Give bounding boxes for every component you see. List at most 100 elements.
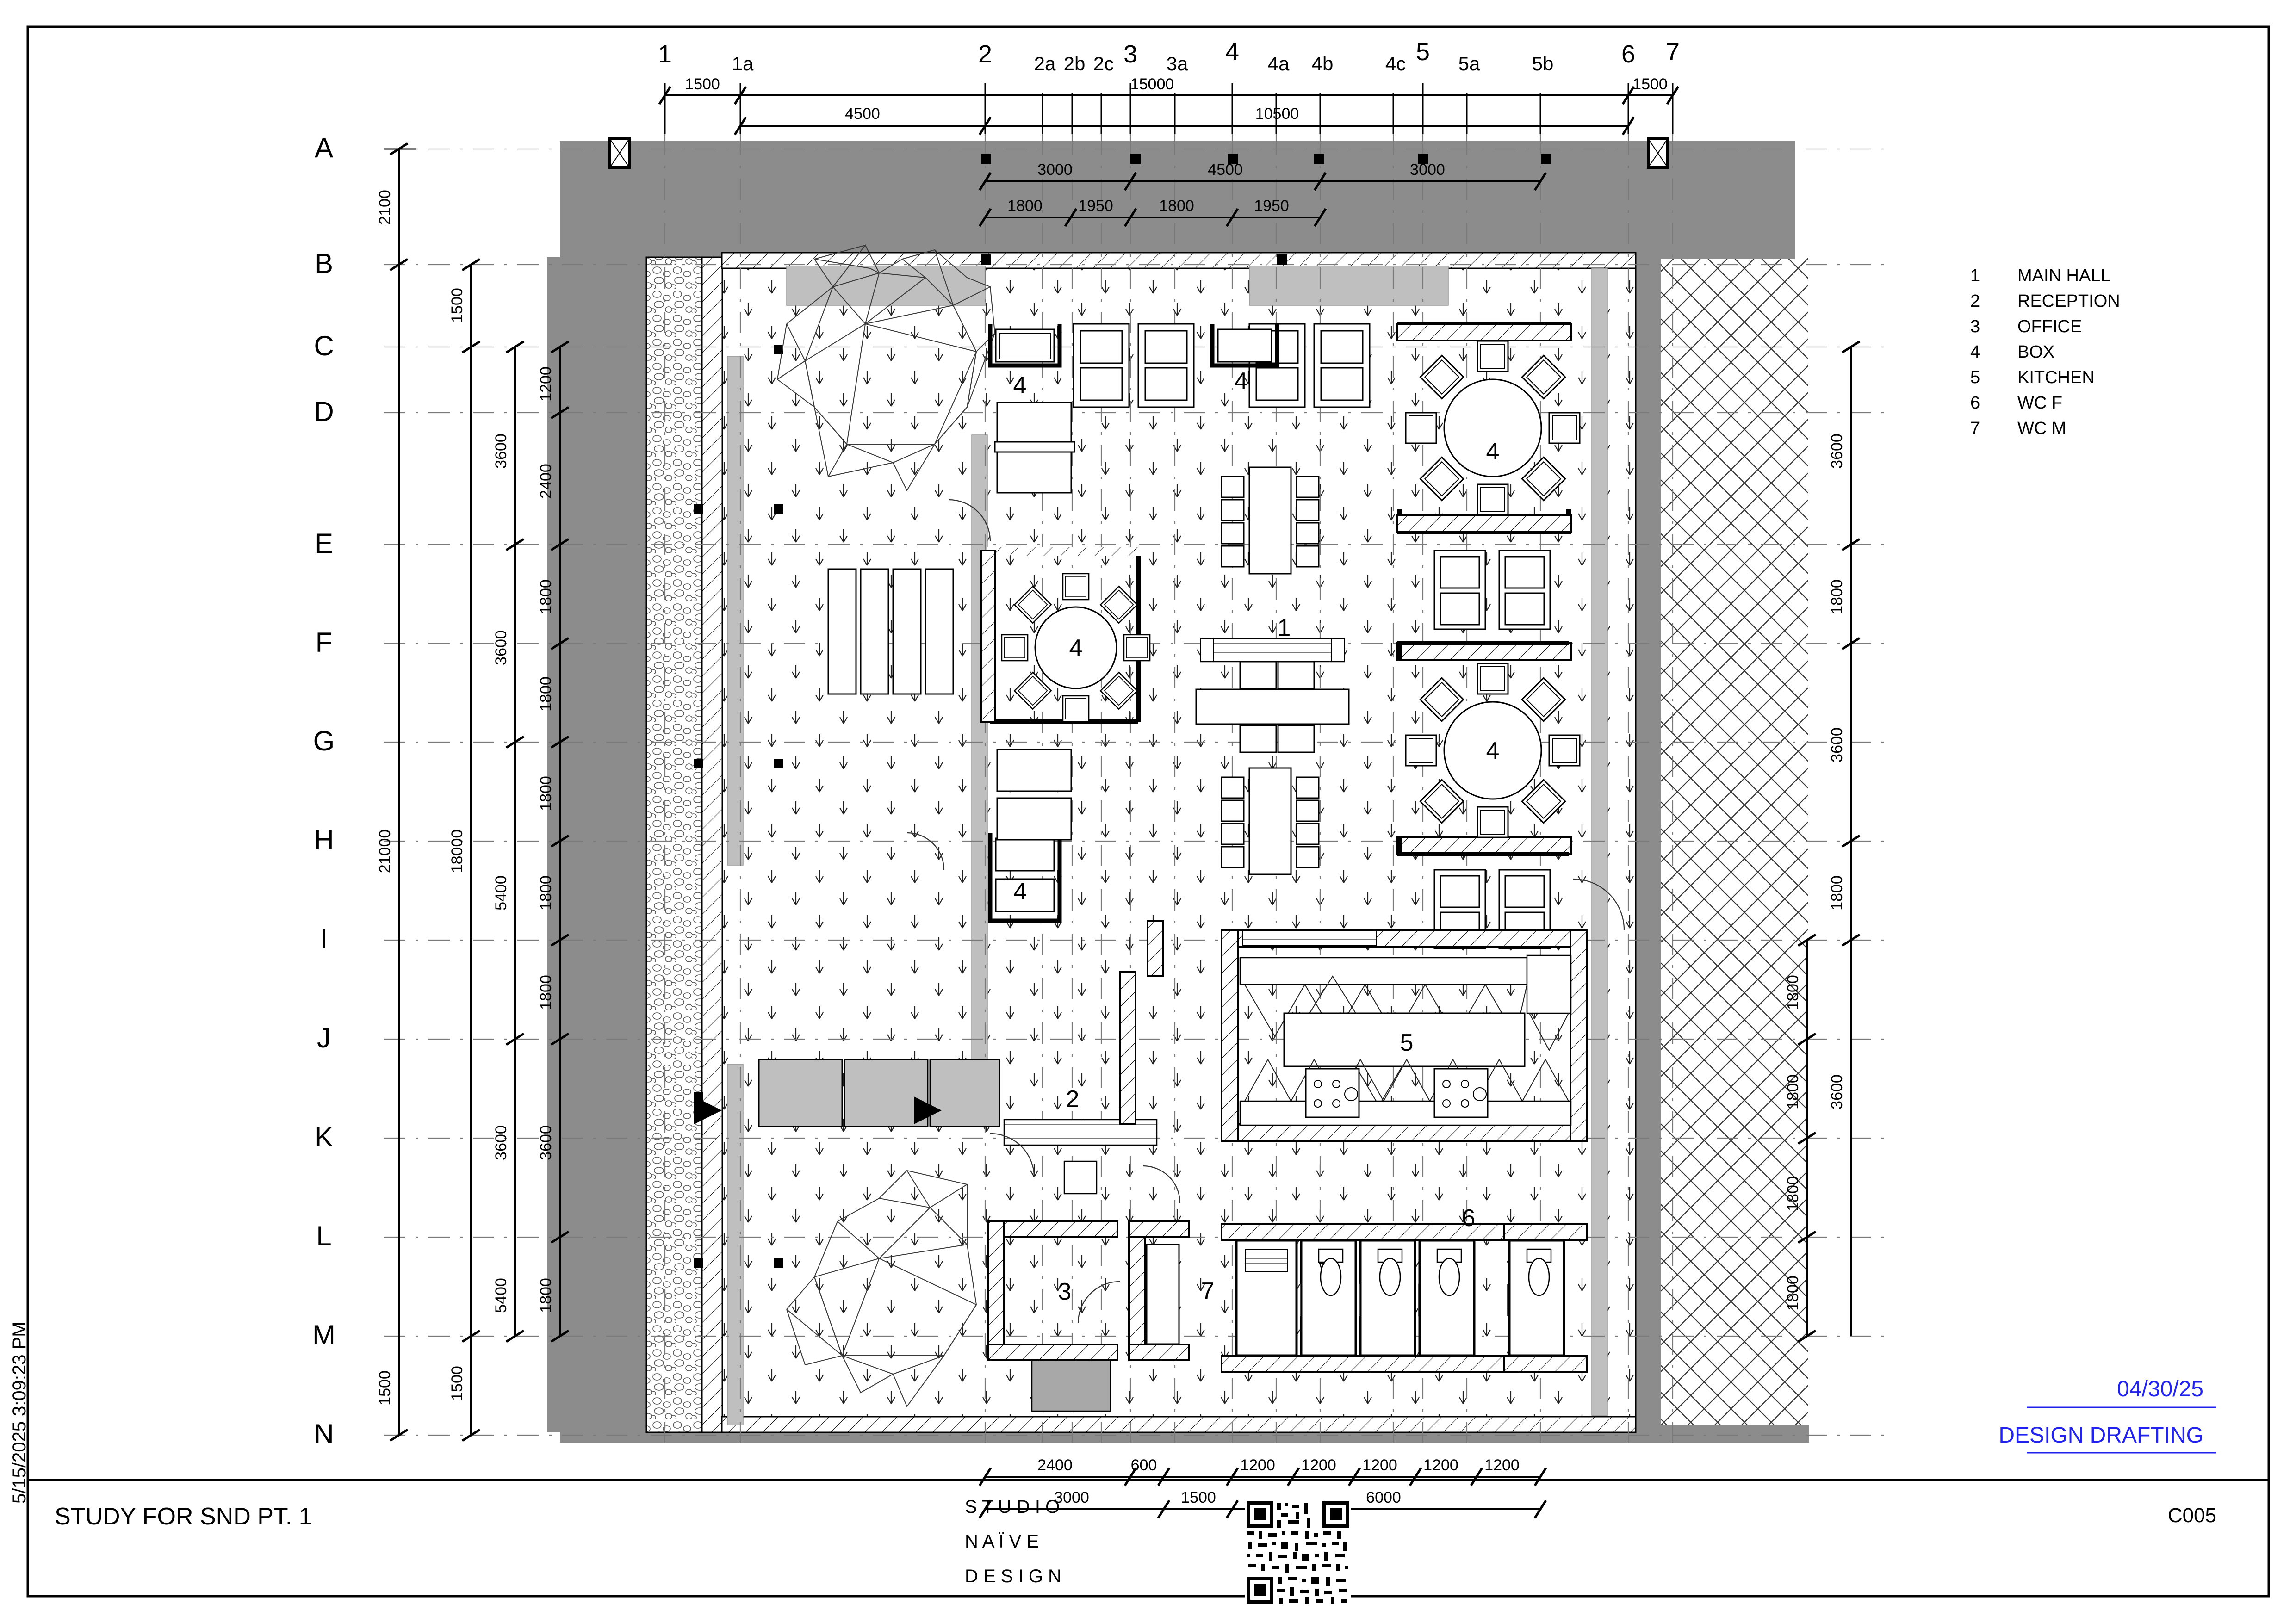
grid-col-2: 2 <box>978 40 992 68</box>
dim-lca-1: 3600 <box>492 630 510 665</box>
grid-row-J: J <box>317 1022 331 1053</box>
dim-lca-5: 3600 <box>492 1125 510 1160</box>
top-dimension-text: 1500 15000 1500 4500 10500 <box>685 75 1668 123</box>
legend-label-1: MAIN HALL <box>2017 266 2110 285</box>
grid-col-3a: 3a <box>1167 53 1188 74</box>
dim-lcb-3: 1800 <box>537 676 555 712</box>
legend-label-7: WC M <box>2017 419 2066 438</box>
dim-lca-3: 5400 <box>492 875 510 911</box>
room-tag-box-6: 4 <box>1014 878 1027 905</box>
dim-lcb-1: 2400 <box>537 464 555 499</box>
legend-label-2: RECEPTION <box>2017 291 2120 311</box>
dim-bot2-0: 3000 <box>1054 1489 1089 1506</box>
legend-num-2: 2 <box>1970 291 1980 311</box>
grid-row-B: B <box>315 248 333 279</box>
dim-fac1-2: 3000 <box>1410 161 1445 179</box>
dim-lcb-7: 3600 <box>537 1125 555 1160</box>
grid-col-5a: 5a <box>1458 53 1480 74</box>
grid-row-I: I <box>320 923 328 954</box>
legend-label-3: OFFICE <box>2017 317 2082 336</box>
revision-date: 04/30/25 <box>2117 1377 2203 1401</box>
dim-left-18000: 18000 <box>448 830 466 873</box>
grid-col-2c: 2c <box>1093 53 1114 74</box>
faceted-canopy-south <box>786 1170 977 1408</box>
legend-num-3: 3 <box>1970 317 1980 336</box>
legend-num-6: 6 <box>1970 393 1980 413</box>
shelving-unit <box>827 568 954 695</box>
legend-num-1: 1 <box>1970 266 1980 285</box>
dim-top2-1: 10500 <box>1255 105 1299 123</box>
dim-left-21000: 21000 <box>376 830 394 873</box>
room-tag-kitchen: 5 <box>1400 1029 1414 1056</box>
banquette-mid-left <box>996 749 1072 841</box>
facade-dimension-text: 3000 4500 3000 1800 1950 1800 1950 <box>1007 161 1445 215</box>
grid-row-D: D <box>314 396 334 427</box>
reception-zone <box>758 1059 1158 1195</box>
grid-col-1: 1 <box>658 40 672 68</box>
dim-rcb-2: 1800 <box>1784 1074 1802 1109</box>
grid-row-G: G <box>313 725 335 756</box>
range-right <box>1433 1068 1489 1118</box>
plot-timestamp: 5/15/2025 3:09:23 PM <box>9 1321 30 1504</box>
legend-label-6: WC F <box>2017 393 2062 413</box>
grid-row-K: K <box>315 1121 333 1152</box>
office-room <box>987 1220 1190 1412</box>
communal-table-lower <box>1221 767 1320 875</box>
kitchen-room <box>1221 929 1588 1142</box>
dim-rca-1: 1800 <box>1828 579 1846 614</box>
grid-row-E: E <box>315 528 333 559</box>
entry-direction-markers <box>694 1096 942 1124</box>
grid-col-1a: 1a <box>732 53 754 74</box>
grid-col-7: 7 <box>1666 38 1680 66</box>
dim-lcb-8: 1800 <box>537 1278 555 1313</box>
room-tag-main-hall: 1 <box>1278 614 1291 641</box>
grid-row-H: H <box>314 824 334 855</box>
grid-row-labels: A B C D E F G H I J K L M N <box>312 132 335 1450</box>
dim-bot1-5: 1200 <box>1423 1456 1458 1474</box>
dim-lca-4: 5400 <box>492 1278 510 1313</box>
dim-lcb-4: 1800 <box>537 776 555 811</box>
room-tag-reception: 2 <box>1066 1086 1080 1113</box>
dim-top1-0: 1500 <box>685 75 720 93</box>
dim-rca-0: 3600 <box>1828 434 1846 469</box>
studio-line-2: N A Ï V E <box>965 1531 1039 1552</box>
box-room-lower-left <box>988 833 1062 923</box>
dim-fac1-0: 3000 <box>1037 161 1073 179</box>
room-tag-box-5: 4 <box>1486 737 1500 764</box>
box-room-top-left <box>988 324 1062 368</box>
dim-top1-1: 15000 <box>1130 75 1174 93</box>
dim-left-2100: 2100 <box>376 190 394 225</box>
dim-rcb-3: 1800 <box>1784 1176 1802 1211</box>
dim-bot1-2: 1200 <box>1240 1456 1275 1474</box>
dim-rcb-4: 1800 <box>1784 1276 1802 1311</box>
studio-line-1: S T U D I O <box>965 1497 1060 1517</box>
qr-code <box>1245 1499 1351 1605</box>
dim-rca-2: 3600 <box>1828 727 1846 762</box>
dim-lcb-5: 1800 <box>537 875 555 911</box>
booth-right-upper <box>1433 550 1551 630</box>
faceted-canopy-north <box>776 244 996 492</box>
studio-logo: S T U D I O N A Ï V E D E S I G N <box>965 1497 1061 1586</box>
room-tag-box-2: 4 <box>1235 368 1248 395</box>
grid-col-5b: 5b <box>1532 53 1554 74</box>
page-title: STUDY FOR SND PT. 1 <box>55 1503 312 1530</box>
room-tag-box-3: 4 <box>1486 438 1500 465</box>
grid-row-M: M <box>312 1319 335 1350</box>
dim-fac1-1: 4500 <box>1208 161 1243 179</box>
legend-num-4: 4 <box>1970 342 1980 362</box>
dim-rcb-1: 3600 <box>1828 1074 1846 1109</box>
dim-left-1500b: 1500 <box>376 1370 394 1406</box>
dim-fac2-2: 1800 <box>1159 197 1194 215</box>
legend-label-4: BOX <box>2017 342 2054 362</box>
grid-row-L: L <box>316 1220 331 1251</box>
box-room-top-mid <box>1210 324 1279 368</box>
dim-bot1-3: 1200 <box>1301 1456 1336 1474</box>
toilet-fixtures <box>1318 1248 1552 1296</box>
dim-bot1-4: 1200 <box>1362 1456 1397 1474</box>
dim-fac2-1: 1950 <box>1078 197 1113 215</box>
legend-label-5: KITCHEN <box>2017 368 2095 387</box>
room-tag-office: 3 <box>1058 1278 1072 1305</box>
grid-row-C: C <box>314 330 334 361</box>
dim-lca-0: 3600 <box>492 434 510 469</box>
